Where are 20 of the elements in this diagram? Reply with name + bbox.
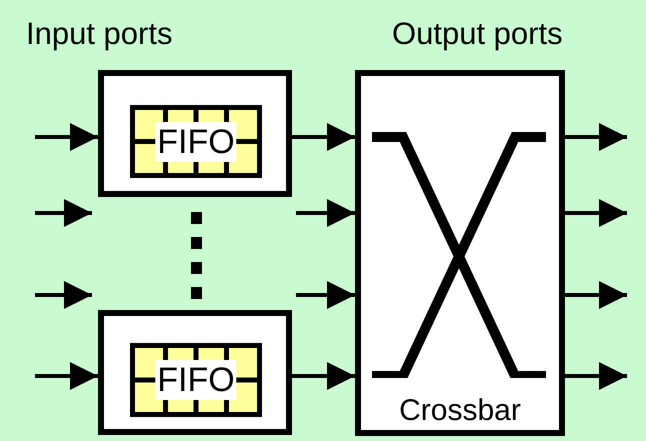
arrow	[292, 123, 355, 151]
fifo-label: FIFO	[155, 360, 237, 400]
arrow	[565, 281, 627, 309]
arrow	[565, 199, 627, 227]
fifo-label: FIFO	[155, 122, 237, 162]
port-group-label: Input ports	[26, 17, 172, 51]
crossbar-label: Crossbar	[398, 394, 522, 428]
arrow	[565, 362, 627, 390]
arrow	[296, 281, 355, 309]
arrow	[296, 199, 355, 227]
arrow	[35, 362, 98, 390]
port-box	[98, 70, 292, 197]
arrow	[35, 123, 98, 151]
fifo-buffer	[130, 105, 262, 178]
port-box	[98, 310, 292, 435]
fifo-buffer	[130, 343, 262, 417]
arrow	[565, 123, 627, 151]
arrow	[292, 362, 355, 390]
port-group-label: Output ports	[392, 17, 563, 51]
crossbar-box	[355, 70, 565, 436]
